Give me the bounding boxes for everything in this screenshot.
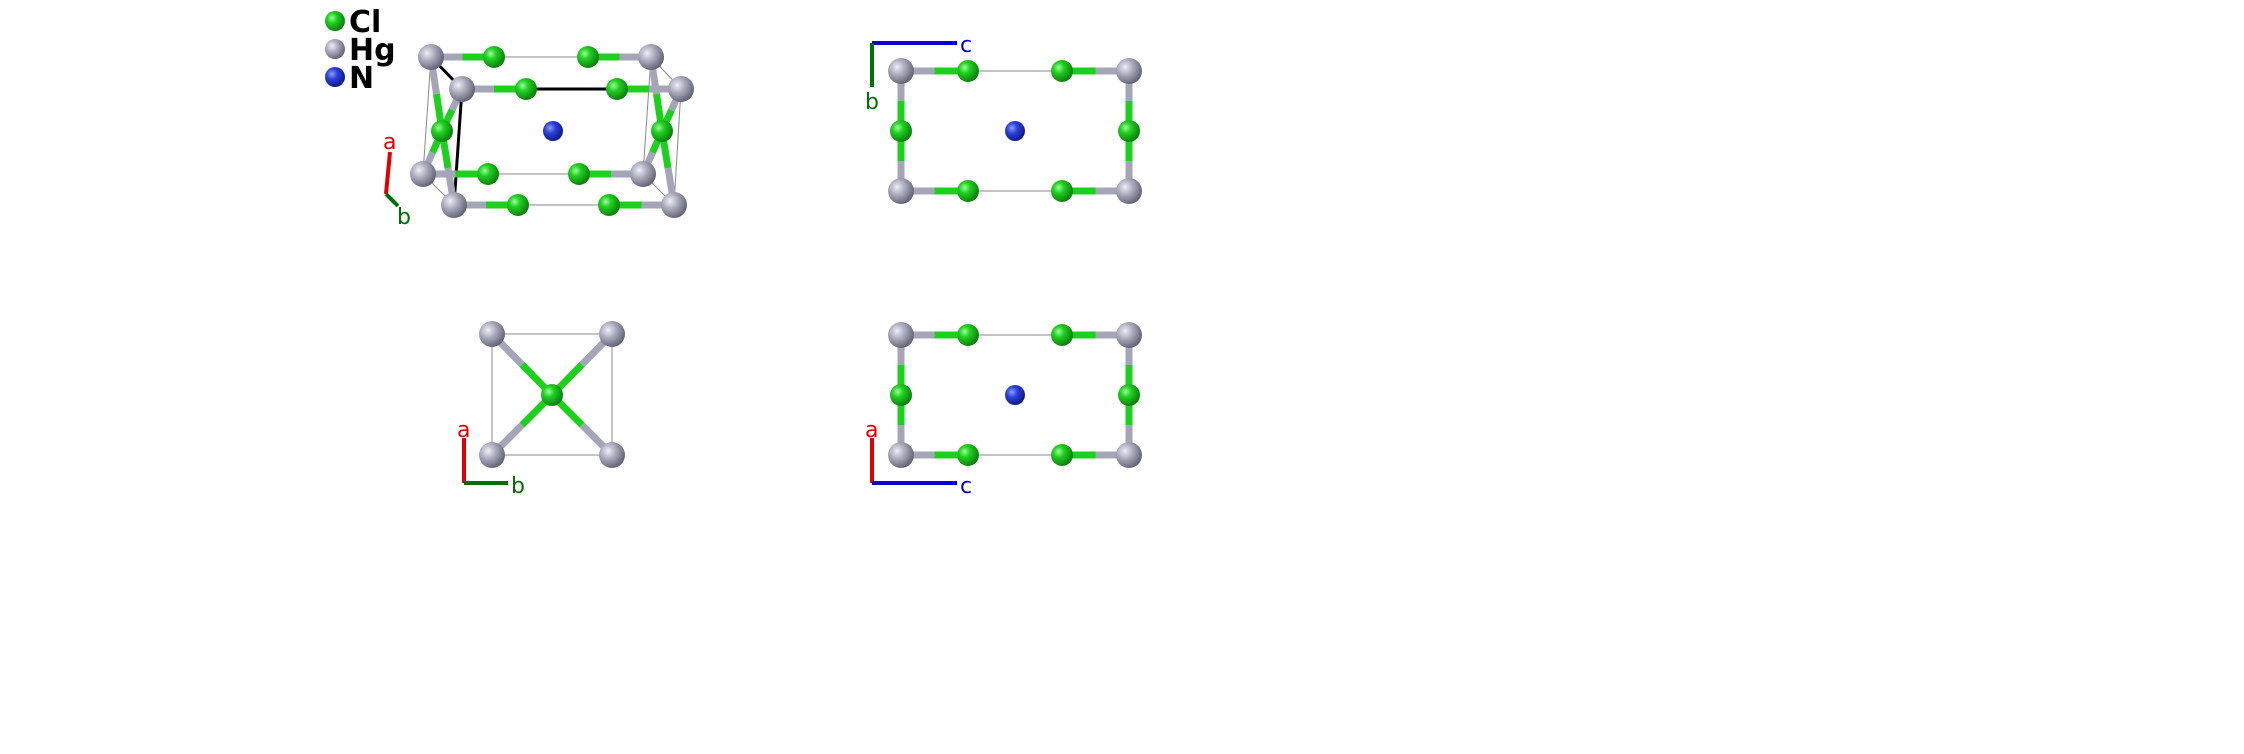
atom-hg xyxy=(449,76,475,102)
legend-n-swatch xyxy=(325,67,345,87)
atom-hg xyxy=(661,192,687,218)
atom-hg xyxy=(888,58,914,84)
atom-cl xyxy=(507,194,529,216)
atom-cl xyxy=(957,180,979,202)
legend-n-label: N xyxy=(349,61,374,96)
atom-hg xyxy=(599,321,625,347)
cell-edge xyxy=(452,88,464,206)
atom-hg xyxy=(410,161,436,187)
atom-hg xyxy=(888,178,914,204)
legend-hg-label: Hg xyxy=(349,33,396,68)
atom-n xyxy=(1005,385,1025,405)
axis-b-label: b xyxy=(397,205,411,230)
atom-hg xyxy=(638,44,664,70)
atom-cl xyxy=(890,120,912,142)
atom-cl xyxy=(431,120,453,142)
atom-cl xyxy=(483,46,505,68)
atom-cl xyxy=(957,444,979,466)
atom-hg xyxy=(479,442,505,468)
axis-a-label: a xyxy=(457,418,470,443)
atom-hg xyxy=(418,44,444,70)
atom-cl xyxy=(957,60,979,82)
axis-b-line xyxy=(384,192,400,208)
axis-a-label: a xyxy=(383,130,396,155)
atom-cl xyxy=(477,163,499,185)
atom-hg xyxy=(668,76,694,102)
axis-triad-perspective: a b xyxy=(383,130,411,230)
axis-b-label: b xyxy=(511,474,525,499)
atom-n xyxy=(543,121,563,141)
legend-cl-swatch xyxy=(325,11,345,31)
atom-cl xyxy=(890,384,912,406)
cell-edge xyxy=(673,88,682,206)
atom-n xyxy=(1005,121,1025,141)
legend-hg-swatch xyxy=(325,39,345,59)
cell-edge xyxy=(642,56,652,175)
atom-cl xyxy=(1118,120,1140,142)
axis-triad-along-c: a b xyxy=(457,418,525,499)
atom-cl xyxy=(1118,384,1140,406)
atom-hg xyxy=(888,442,914,468)
axis-c-label: c xyxy=(960,33,972,58)
atom-cl xyxy=(541,384,563,406)
atom-cl xyxy=(1051,444,1073,466)
atom-hg xyxy=(630,161,656,187)
axis-triad-along-b: a c xyxy=(865,418,972,499)
atom-hg xyxy=(1116,58,1142,84)
atom-cl xyxy=(651,120,673,142)
axis-a-line xyxy=(384,151,392,195)
atom-cl xyxy=(606,78,628,100)
atom-hg xyxy=(599,442,625,468)
atom-hg xyxy=(1116,322,1142,348)
atom-hg xyxy=(479,321,505,347)
atom-cl xyxy=(1051,324,1073,346)
cell-edge xyxy=(422,56,432,175)
atom-hg xyxy=(1116,178,1142,204)
atom-cl xyxy=(957,324,979,346)
atom-cl xyxy=(1051,60,1073,82)
axis-a-label: a xyxy=(865,418,878,443)
atom-hg xyxy=(1116,442,1142,468)
atom-hg xyxy=(441,192,467,218)
axis-triad-along-a: c b xyxy=(865,33,972,115)
atom-cl xyxy=(568,163,590,185)
atoms xyxy=(410,44,1142,468)
axis-b-label: b xyxy=(865,90,879,115)
legend-cl-label: Cl xyxy=(349,5,381,40)
axis-c-label: c xyxy=(960,474,972,499)
atom-cl xyxy=(515,78,537,100)
atom-cl xyxy=(1051,180,1073,202)
atom-cl xyxy=(577,46,599,68)
atom-cl xyxy=(598,194,620,216)
legend: Cl Hg N xyxy=(325,5,396,96)
atom-hg xyxy=(888,322,914,348)
